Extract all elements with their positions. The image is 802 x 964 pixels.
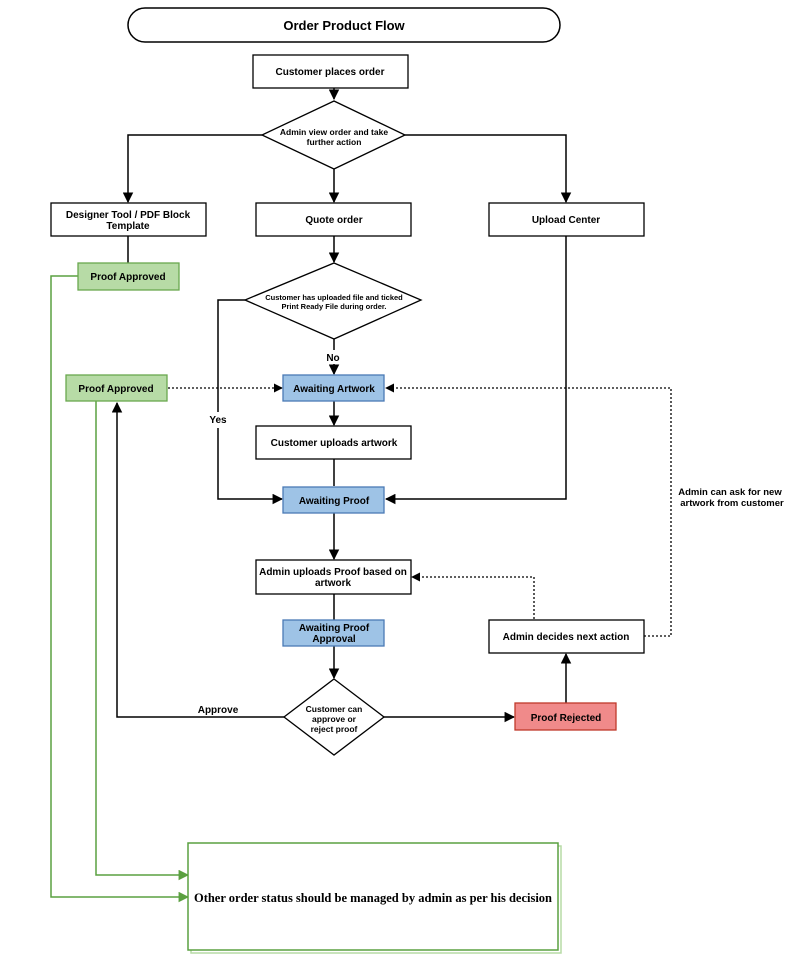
- customer-uploads-artwork-label: Customer uploads artwork: [271, 438, 398, 449]
- upload-center-label: Upload Center: [532, 215, 600, 226]
- proof-approved-mid-node: Proof Approved: [65, 374, 168, 402]
- uploaded-file-label-line1: Customer has uploaded file and ticked: [265, 293, 403, 302]
- admin-view-decision: Admin view order and take further action: [260, 100, 407, 170]
- proof-approved-mid-label: Proof Approved: [78, 384, 153, 395]
- approve-label: Approve: [198, 705, 239, 716]
- customer-decision-label-line1: Customer can: [306, 704, 363, 714]
- awaiting-proof-label: Awaiting Proof: [299, 496, 370, 507]
- admin-uploads-proof-node: Admin uploads Proof based on artwork: [255, 559, 412, 595]
- uploaded-file-label-line2: Print Ready File during order.: [281, 302, 386, 311]
- admin-decides-label: Admin decides next action: [503, 632, 630, 643]
- customer-uploads-artwork-node: Customer uploads artwork: [255, 425, 412, 460]
- proof-rejected-label: Proof Rejected: [531, 713, 602, 724]
- admin-ask-label-line1: Admin can ask for new: [678, 487, 782, 498]
- customer-decision: Customer can approve or reject proof: [282, 678, 386, 756]
- page-title: Order Product Flow: [283, 18, 405, 33]
- awaiting-proof-approval-node: Awaiting Proof Approval: [282, 619, 385, 647]
- customer-places-order-node: Customer places order: [252, 54, 409, 89]
- awaiting-artwork-node: Awaiting Artwork: [282, 374, 385, 402]
- other-status-label: Other order status should be managed by …: [194, 891, 552, 905]
- upload-center-node: Upload Center: [488, 202, 645, 237]
- yes-label: Yes: [209, 415, 227, 426]
- quote-order-node: Quote order: [255, 202, 412, 237]
- proof-approved-top-label: Proof Approved: [90, 272, 165, 283]
- admin-uploads-proof-label-line1: Admin uploads Proof based on: [259, 567, 407, 578]
- awaiting-proof-approval-label-line2: Approval: [312, 634, 356, 645]
- awaiting-artwork-label: Awaiting Artwork: [293, 384, 375, 395]
- edge-upload-center-to-awaiting-proof: [384, 236, 567, 505]
- awaiting-proof-node: Awaiting Proof: [282, 486, 385, 514]
- quote-order-label: Quote order: [305, 215, 362, 226]
- customer-decision-label-line2: approve or: [312, 714, 357, 724]
- admin-view-label-line1: Admin view order and take: [280, 127, 388, 137]
- admin-decides-node: Admin decides next action: [488, 619, 645, 654]
- edge-admin-decides-to-awaiting-artwork: [385, 383, 672, 637]
- proof-approved-top-node: Proof Approved: [77, 262, 180, 291]
- edge-proof-approved-mid-to-other-status: [95, 401, 190, 881]
- designer-tool-label-line2: Template: [106, 221, 150, 232]
- uploaded-file-decision: Customer has uploaded file and ticked Pr…: [243, 262, 423, 340]
- admin-view-label-line2: further action: [307, 137, 362, 147]
- proof-rejected-node: Proof Rejected: [514, 702, 617, 731]
- customer-decision-label-line3: reject proof: [311, 724, 358, 734]
- edge-admin-view-to-upload-center: [405, 134, 572, 204]
- designer-tool-label-line1: Designer Tool / PDF Block: [66, 210, 191, 221]
- customer-places-order-label: Customer places order: [276, 67, 385, 78]
- edge-yes-to-awaiting-proof: [217, 299, 245, 412]
- edge-yes-to-awaiting-proof-b: [217, 428, 284, 505]
- title-node: Order Product Flow: [127, 7, 561, 43]
- edge-proof-approved-top-to-other-status: [50, 275, 190, 903]
- no-label: No: [326, 353, 339, 364]
- admin-ask-label-line2: artwork from customer: [680, 498, 784, 509]
- admin-uploads-proof-label-line2: artwork: [315, 578, 352, 589]
- edge-admin-decides-to-admin-uploads: [411, 572, 535, 619]
- edge-approve-to-proof-approved: [111, 401, 284, 718]
- other-status-node: Other order status should be managed by …: [187, 842, 562, 954]
- edge-admin-view-to-designer: [122, 134, 262, 204]
- designer-tool-node: Designer Tool / PDF Block Template: [50, 202, 207, 237]
- awaiting-proof-approval-label-line1: Awaiting Proof: [299, 623, 370, 634]
